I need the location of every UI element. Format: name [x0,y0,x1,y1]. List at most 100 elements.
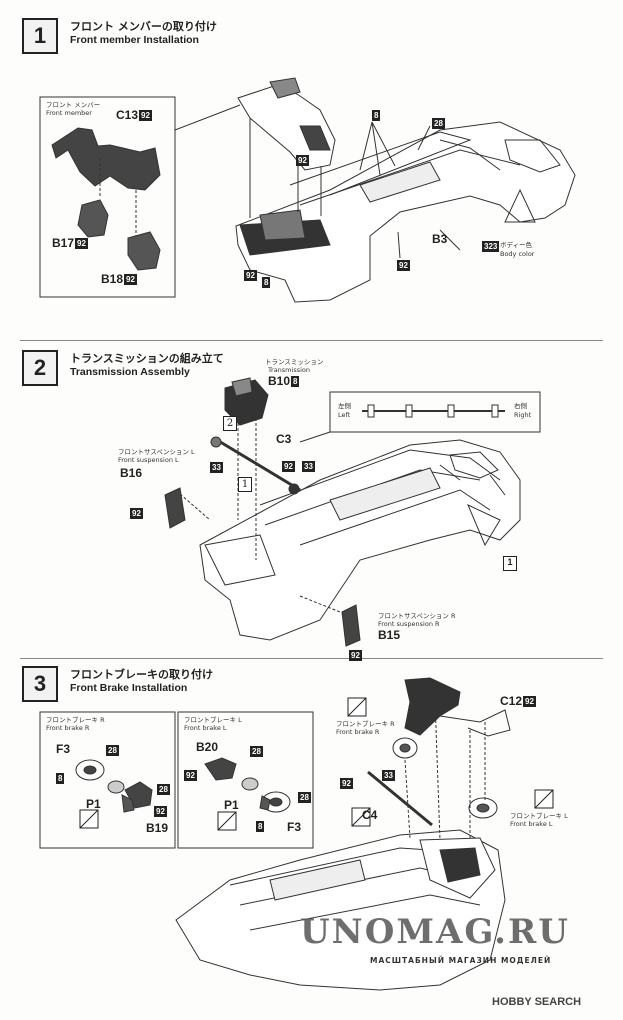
step1-inset-frame [39,96,176,298]
part-c12-code: C12 [500,694,523,708]
sub-step-1-marker: 1 [238,477,252,492]
brake-l-label-en: Front brake L [184,724,227,732]
left-side-label-jp: 左側 [338,402,351,410]
suspension-l-label-en: Front suspension L [118,456,179,464]
ref-step-1-marker: 1 [503,556,517,571]
paint-badge: 8 [291,376,300,388]
body-color-jp: ボディー色 [500,241,533,249]
paint-badge: 28 [432,118,445,129]
watermark-text: UNOMAG.RU [300,912,570,952]
part-f3: F3 [56,742,71,756]
paint-badge: 92 [154,806,167,817]
part-b20: B20 [196,740,219,754]
paint-badge: 92 [282,461,295,472]
part-p1: P1 [86,797,101,811]
suspension-r-label-en: Front suspension R [378,620,440,628]
front-member-label-jp: フロント メンバー [46,101,101,109]
driveshaft-detail [362,404,505,418]
step-2-title-en: Transmission Assembly [70,366,190,378]
suspension-l-label-jp: フロントサスペンション L [118,448,195,456]
transmission-label-jp: トランスミッション [265,358,324,366]
step-3-number: 3 [22,666,58,702]
left-side-label-en: Left [338,411,351,419]
step3-chassis-drawing [175,677,511,991]
step-3-title-en: Front Brake Installation [70,682,188,694]
paint-badge: 92 [75,238,88,250]
step-2-number: 2 [22,350,58,386]
part-f3: F3 [287,820,302,834]
color-badge: 323 [482,241,500,252]
paint-badge: 28 [250,746,263,757]
brake-l2-label-jp: フロントブレーキ L [510,812,568,820]
brake-l2-label-en: Front brake L [510,820,553,828]
part-b15: B15 [378,628,401,642]
front-member-label-en: Front member [46,109,92,117]
paint-badge: 92 [397,260,410,271]
part-p1: P1 [224,798,239,812]
step2-chassis-drawing [164,377,521,647]
front-member-part [51,127,161,271]
right-side-label-jp: 右側 [514,402,527,410]
paint-badge: 92 [244,270,257,281]
step-1-title-en: Front member Installation [70,34,199,46]
paint-badge: 92 [523,696,536,708]
brake-l-parts [204,757,291,813]
paint-badge: 8 [56,773,65,784]
paint-badge: 92 [340,778,353,789]
part-b18-code: B18 [101,272,124,286]
suspension-r-label-jp: フロントサスペンション R [378,612,456,620]
transmission-label-en: Transmission [268,366,310,374]
part-b10-code: B10 [268,374,291,388]
paint-badge: 33 [302,461,315,472]
paint-badge: 28 [157,784,170,795]
brake-l-inset-frame [177,711,314,849]
paint-badge: 8 [372,110,381,121]
paint-badge: 92 [184,770,197,781]
paint-badge: 28 [106,745,119,756]
brake-r2-label-en: Front brake R [336,728,380,736]
right-side-label-en: Right [514,411,532,419]
paint-badge: 92 [349,650,362,661]
paint-badge: 92 [124,274,137,286]
paint-badge: 92 [139,110,152,122]
paint-badge: 33 [210,462,223,473]
part-b19: B19 [146,821,169,835]
cut-marker-icons [79,697,554,831]
part-b16: B16 [120,466,143,480]
part-b17-code: B17 [52,236,75,250]
brake-l-label-jp: フロントブレーキ L [184,716,242,724]
step-1-number: 1 [22,18,58,54]
body-color-en: Body color [500,250,535,258]
hobby-search-logo: HOBBY SEARCH [492,996,582,1008]
paint-badge: 28 [298,792,311,803]
step-3-title-jp: フロントブレーキの取り付け [70,668,213,681]
part-b3: B3 [432,232,448,246]
paint-badge: 8 [256,821,265,832]
brake-r-label-en: Front brake R [46,724,90,732]
step-1-title-jp: フロント メンバーの取り付け [70,20,217,33]
watermark-subtitle: МАСШТАБНЫЙ МАГАЗИН МОДЕЛЕЙ [370,956,552,965]
sub-step-2-marker: 2 [223,416,237,431]
part-c3: C3 [276,432,292,446]
brake-r2-label-jp: フロントブレーキ R [336,720,395,728]
brake-r-inset-frame [39,711,176,849]
step1-chassis-drawing [235,77,576,303]
part-c13-code: C13 [116,108,139,122]
paint-badge: 92 [130,508,143,519]
step-divider [20,340,603,341]
paint-badge: 33 [382,770,395,781]
brake-r-parts [75,759,153,813]
paint-badge: 92 [296,155,309,166]
paint-badge: 8 [262,277,271,288]
step-divider [20,658,603,659]
left-right-inset-frame [329,391,541,433]
step-2-title-jp: トランスミッションの組み立て [70,352,224,365]
part-c4: C4 [362,808,378,822]
brake-r-label-jp: フロントブレーキ R [46,716,105,724]
